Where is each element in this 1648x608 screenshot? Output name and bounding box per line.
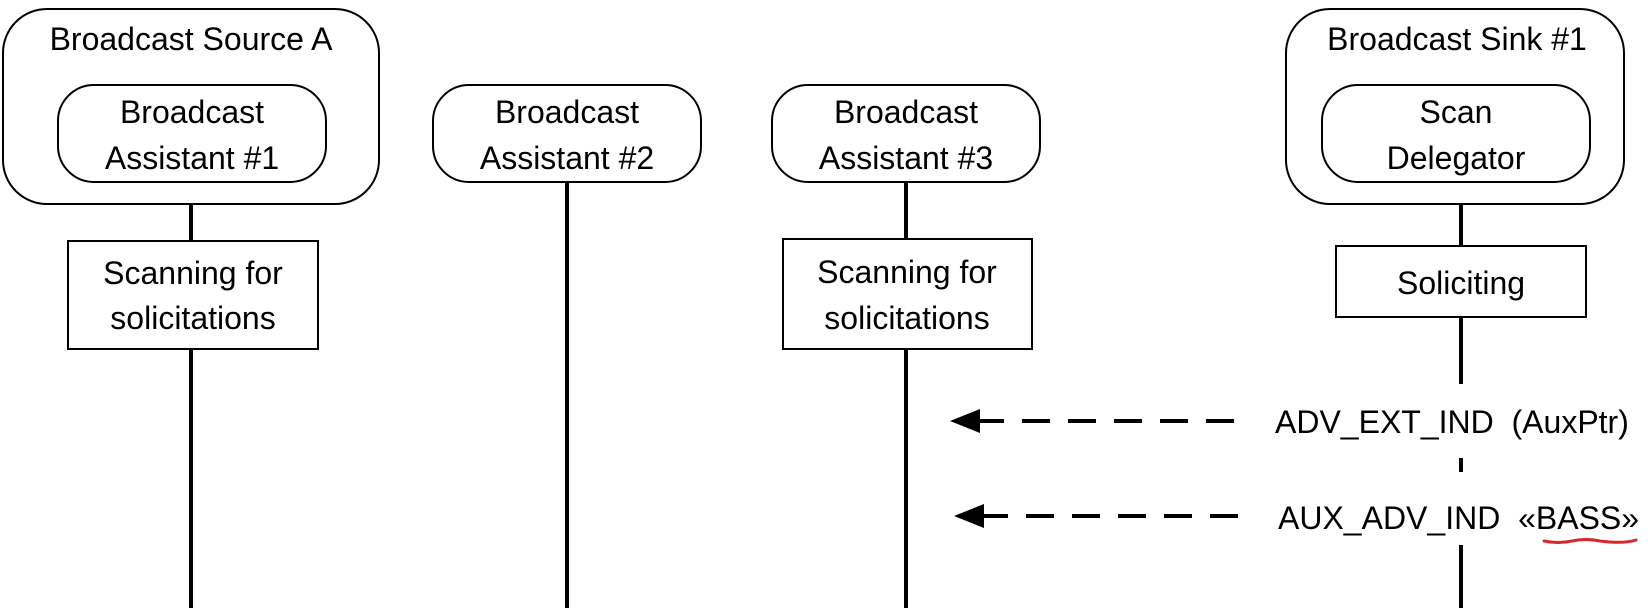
scan-delegator-box	[1321, 84, 1591, 183]
message-adv-ext-ind-arrowhead	[950, 409, 980, 433]
participant-broadcast-assistant-2: Broadcast Assistant #2	[432, 84, 702, 183]
broadcast-assistant-2-label-line1: Broadcast	[495, 94, 639, 130]
state-source-a-line1: Scanning for	[103, 255, 283, 291]
broadcast-sink-1-label: Broadcast Sink #1	[1327, 21, 1587, 57]
message-aux-adv-ind-arrowhead	[954, 504, 984, 528]
message-adv-ext-ind: ADV_EXT_IND (AuxPtr)	[950, 404, 1629, 440]
state-sink-1: Soliciting	[1335, 245, 1587, 318]
broadcast-assistant-3-label-line2: Assistant #3	[819, 140, 993, 176]
state-sink-1-box	[1335, 245, 1587, 318]
message-aux-adv-ind: AUX_ADV_IND «BASS»	[954, 500, 1639, 544]
broadcast-source-a-label: Broadcast Source A	[50, 21, 333, 57]
state-sink-1-label: Soliciting	[1397, 265, 1525, 301]
state-source-a-box	[67, 240, 319, 350]
state-assistant-3: Scanning for solicitations	[782, 238, 1033, 350]
state-assistant-3-line2: solicitations	[824, 300, 989, 336]
broadcast-assistant-1-label-line2: Assistant #1	[105, 140, 279, 176]
state-source-a-line2: solicitations	[110, 300, 275, 336]
message-aux-adv-ind-label: AUX_ADV_IND «BASS»	[1278, 500, 1639, 536]
participant-broadcast-source-a: Broadcast Source A Broadcast Assistant #…	[2, 8, 380, 205]
state-source-a: Scanning for solicitations	[67, 240, 319, 350]
scan-delegator-label-line1: Scan	[1420, 94, 1493, 130]
state-assistant-3-line1: Scanning for	[817, 254, 997, 290]
participant-broadcast-sink-1: Broadcast Sink #1 Scan Delegator	[1285, 8, 1625, 205]
broadcast-assistant-1-box	[57, 84, 327, 183]
spellcheck-underline	[1542, 538, 1638, 544]
state-assistant-3-box	[782, 238, 1033, 350]
participant-broadcast-assistant-3: Broadcast Assistant #3	[771, 84, 1041, 183]
broadcast-assistant-3-box	[771, 84, 1041, 183]
broadcast-assistant-2-label-line2: Assistant #2	[480, 140, 654, 176]
broadcast-assistant-1-label-line1: Broadcast	[120, 94, 264, 130]
broadcast-assistant-2-box	[432, 84, 702, 183]
scan-delegator-label-line2: Delegator	[1387, 140, 1526, 176]
broadcast-assistant-3-label-line1: Broadcast	[834, 94, 978, 130]
message-adv-ext-ind-label: ADV_EXT_IND (AuxPtr)	[1275, 404, 1629, 440]
